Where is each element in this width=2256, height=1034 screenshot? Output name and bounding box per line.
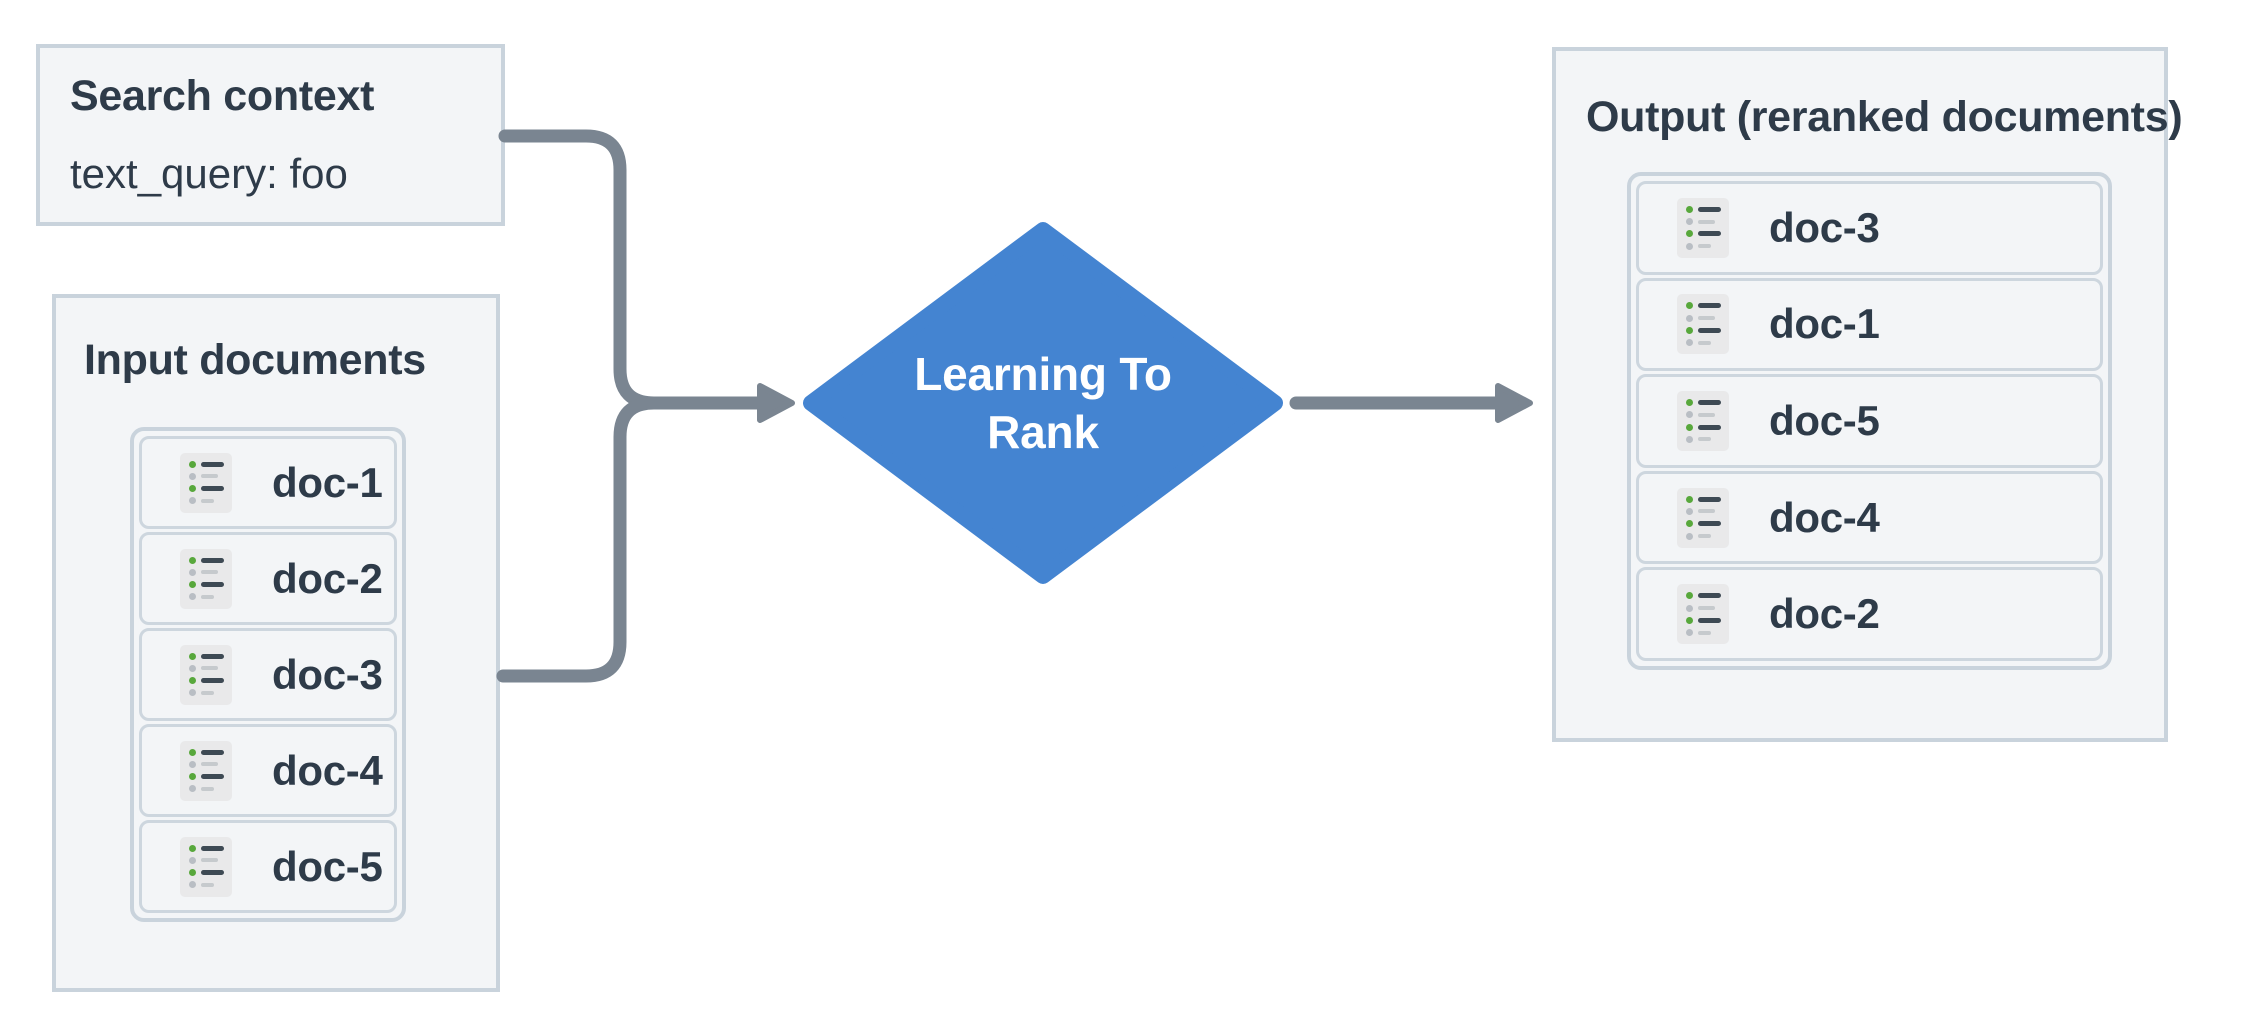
document-label: doc-2 bbox=[272, 554, 383, 602]
document-label: doc-5 bbox=[272, 842, 383, 890]
document-label: doc-1 bbox=[1769, 300, 1880, 348]
icon-row bbox=[1683, 411, 1723, 419]
icon-row bbox=[186, 472, 226, 480]
document-label: doc-4 bbox=[272, 746, 383, 794]
document-item: doc-4 bbox=[139, 724, 397, 817]
bulleted-list-icon bbox=[1677, 487, 1729, 548]
output-documents-list: doc-3 doc-1 doc-5 bbox=[1627, 172, 2112, 670]
document-item: doc-1 bbox=[139, 436, 397, 529]
arrowhead-right-icon bbox=[757, 383, 795, 423]
search-context-title: Search context bbox=[70, 72, 375, 120]
icon-row bbox=[1683, 495, 1723, 503]
icon-row bbox=[186, 881, 226, 889]
icon-row bbox=[1683, 629, 1723, 637]
icon-row bbox=[1683, 532, 1723, 540]
icon-row bbox=[1683, 604, 1723, 612]
document-item: doc-3 bbox=[1636, 181, 2103, 275]
bulleted-list-icon bbox=[180, 644, 232, 705]
icon-row bbox=[1683, 302, 1723, 310]
icon-row bbox=[186, 844, 226, 852]
icon-row bbox=[1683, 242, 1723, 250]
icon-row bbox=[186, 568, 226, 576]
icon-row bbox=[186, 581, 226, 589]
bulleted-list-icon bbox=[180, 836, 232, 897]
document-label: doc-1 bbox=[272, 458, 383, 506]
icon-row bbox=[186, 748, 226, 756]
icon-row bbox=[186, 689, 226, 697]
icon-row bbox=[186, 556, 226, 564]
icon-row bbox=[186, 677, 226, 685]
icon-row bbox=[1683, 327, 1723, 335]
icon-row bbox=[186, 773, 226, 781]
document-item: doc-5 bbox=[139, 820, 397, 913]
document-label: doc-2 bbox=[1769, 590, 1880, 638]
icon-row bbox=[186, 497, 226, 505]
icon-row bbox=[186, 460, 226, 468]
icon-row bbox=[1683, 616, 1723, 624]
process-label: Learning To Rank bbox=[914, 348, 1172, 458]
icon-row bbox=[1683, 507, 1723, 515]
document-item: doc-5 bbox=[1636, 374, 2103, 468]
document-label: doc-4 bbox=[1769, 493, 1880, 541]
icon-row bbox=[186, 785, 226, 793]
icon-row bbox=[1683, 218, 1723, 226]
icon-row bbox=[186, 652, 226, 660]
icon-row bbox=[1683, 520, 1723, 528]
icon-row bbox=[1683, 398, 1723, 406]
input-documents-title: Input documents bbox=[84, 336, 426, 384]
document-item: doc-2 bbox=[1636, 567, 2103, 661]
icon-row bbox=[1683, 205, 1723, 213]
icon-row bbox=[1683, 435, 1723, 443]
bulleted-list-icon bbox=[1677, 390, 1729, 451]
arrowhead-right-icon bbox=[1495, 383, 1533, 423]
icon-row bbox=[186, 856, 226, 864]
connector-from-search-context bbox=[498, 129, 661, 410]
document-item: doc-3 bbox=[139, 628, 397, 721]
bulleted-list-icon bbox=[180, 548, 232, 609]
bulleted-list-icon bbox=[1677, 197, 1729, 258]
icon-row bbox=[186, 869, 226, 877]
icon-row bbox=[1683, 314, 1723, 322]
icon-row bbox=[186, 593, 226, 601]
icon-row bbox=[1683, 339, 1723, 347]
icon-row bbox=[186, 664, 226, 672]
search-context-query: text_query: foo bbox=[70, 150, 348, 197]
icon-row bbox=[1683, 592, 1723, 600]
document-label: doc-3 bbox=[272, 650, 383, 698]
document-item: doc-4 bbox=[1636, 470, 2103, 565]
bulleted-list-icon bbox=[1677, 294, 1729, 355]
search-context-box: Search context text_query: foo bbox=[36, 44, 505, 226]
connector-from-input-documents bbox=[496, 396, 661, 683]
document-label: doc-5 bbox=[1769, 396, 1880, 444]
document-label: doc-3 bbox=[1769, 203, 1880, 251]
bulleted-list-icon bbox=[1677, 584, 1729, 645]
bulleted-list-icon bbox=[180, 740, 232, 801]
document-item: doc-2 bbox=[139, 532, 397, 625]
bulleted-list-icon bbox=[180, 452, 232, 513]
icon-row bbox=[1683, 230, 1723, 238]
document-item: doc-1 bbox=[1636, 277, 2103, 372]
icon-row bbox=[1683, 423, 1723, 431]
output-title: Output (reranked documents) bbox=[1586, 93, 2183, 141]
icon-row bbox=[186, 760, 226, 768]
icon-row bbox=[186, 485, 226, 493]
input-documents-list: doc-1 doc-2 doc-3 bbox=[130, 427, 406, 922]
